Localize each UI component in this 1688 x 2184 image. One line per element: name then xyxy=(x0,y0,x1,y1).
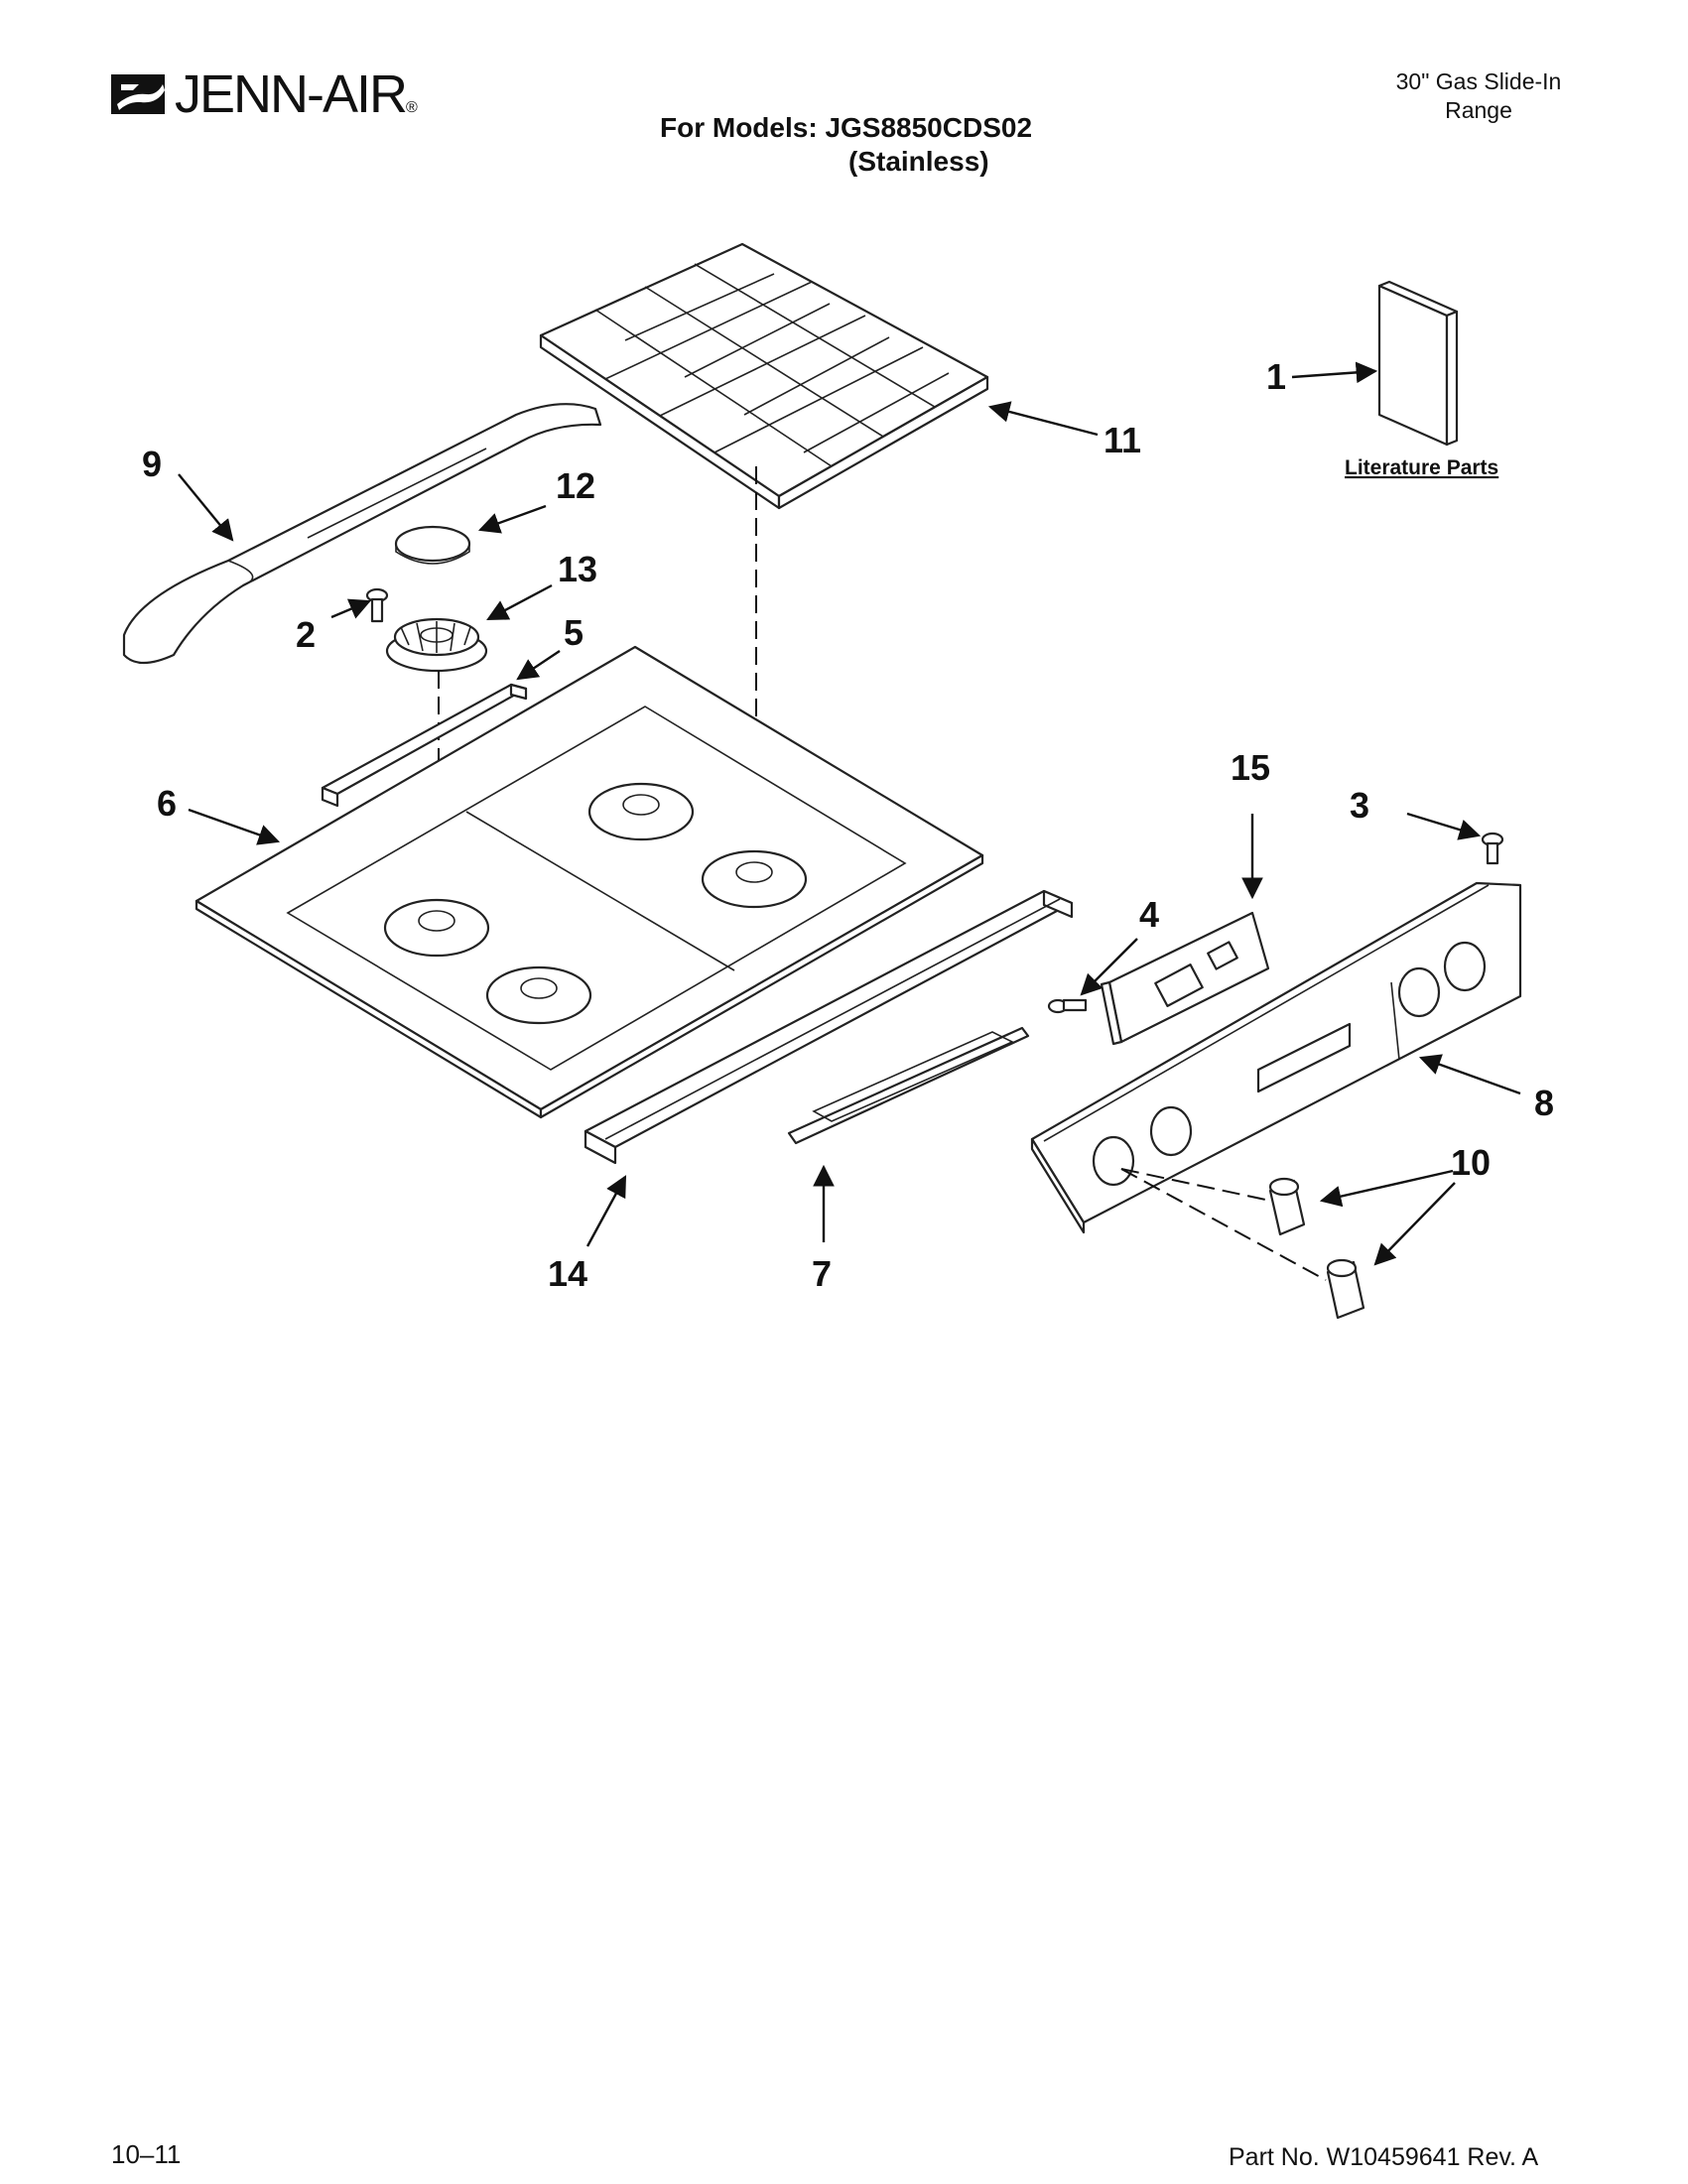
callout-8: 8 xyxy=(1534,1083,1554,1123)
part-screw-4 xyxy=(1047,998,1088,1014)
part-control-board xyxy=(1100,911,1270,1046)
part-burner-base xyxy=(385,617,488,673)
product-description: 30" Gas Slide-In Range xyxy=(1330,67,1627,125)
callout-5: 5 xyxy=(564,612,584,653)
footer-part-number: Part No. W10459641 Rev. A xyxy=(1229,2143,1539,2171)
part-rear-trim xyxy=(122,403,602,665)
model-variant: (Stainless) xyxy=(848,146,989,177)
models-heading: For Models: JGS8850CDS02 (Stainless) xyxy=(660,111,1032,179)
brand-name: JENN-AIR xyxy=(175,64,408,124)
callout-15: 15 xyxy=(1231,747,1270,788)
footer-date: 10–11 xyxy=(111,2139,182,2169)
part-burner-cap xyxy=(394,525,471,565)
callout-10: 10 xyxy=(1451,1142,1491,1183)
callout-6: 6 xyxy=(157,783,177,824)
part-literature-book xyxy=(1377,280,1459,447)
callout-2: 2 xyxy=(296,614,316,655)
part-cooktop xyxy=(195,645,984,1119)
part-front-rail xyxy=(584,889,1074,1165)
part-control-panel xyxy=(1030,881,1522,1234)
part-screw-3 xyxy=(1481,832,1504,865)
callout-9: 9 xyxy=(142,444,162,484)
part-shield xyxy=(787,1026,1030,1145)
literature-parts-label: Literature Parts xyxy=(1345,456,1498,479)
callout-3: 3 xyxy=(1350,785,1369,826)
callout-13: 13 xyxy=(558,549,597,589)
callout-14: 14 xyxy=(548,1253,587,1294)
part-screw-2 xyxy=(365,587,389,623)
brand-logo: JENN-AIR® xyxy=(111,60,468,129)
callout-1: 1 xyxy=(1266,356,1286,397)
part-burner-bracket xyxy=(321,683,528,808)
callout-12: 12 xyxy=(556,465,595,506)
product-line-1: 30" Gas Slide-In xyxy=(1395,68,1562,94)
models-line: For Models: JGS8850CDS02 xyxy=(660,112,1033,143)
callout-7: 7 xyxy=(812,1253,832,1294)
part-grate xyxy=(539,242,989,510)
jenn-air-bird-icon xyxy=(111,74,165,114)
part-knobs xyxy=(1268,1177,1365,1320)
product-line-2: Range xyxy=(1445,97,1512,123)
callout-11: 11 xyxy=(1104,420,1141,460)
callout-4: 4 xyxy=(1139,894,1159,935)
